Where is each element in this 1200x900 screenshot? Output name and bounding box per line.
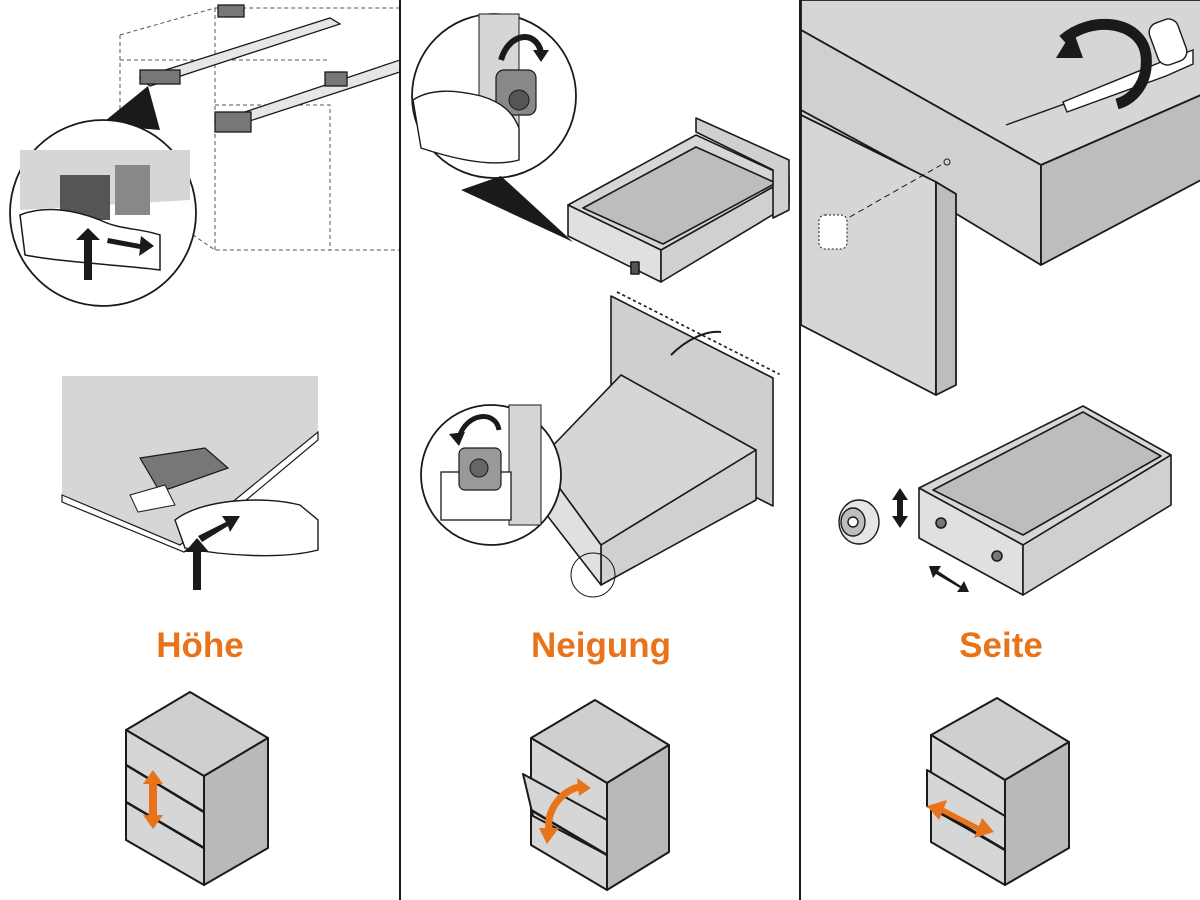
rotate-arrow-icon [1059,18,1152,110]
panel-tilt: Neigung [401,0,801,900]
zoom-detail-circle [9,119,197,307]
zoom-leader [461,176,573,242]
curved-arrow-icon [670,330,722,356]
drawer-side-panel [801,109,957,396]
drawer-bottom-detail [61,376,319,557]
panel-height: Höhe [0,0,400,900]
push-arrow-icon [76,228,154,280]
height-illustration [9,4,400,886]
panel-divider [399,0,401,900]
drawer-bottom-panel [801,0,1200,266]
zoom-detail-circle [420,404,562,546]
zoom-detail-circle [411,13,577,179]
zoom-leader [100,86,160,130]
drawer-icon [567,117,790,283]
diagonal-arrow-icon [929,566,969,592]
panel-side: Seite [801,0,1200,900]
dowel-icon [818,214,848,250]
vertical-arrow-icon [892,488,908,528]
tilt-illustration [411,13,790,891]
curved-arrow-icon [545,782,584,833]
dowel-icon [838,499,880,545]
screwdriver-icon [1005,18,1194,126]
hand-icon [174,499,319,557]
panel-divider [799,0,801,900]
rotate-arrow-icon [498,34,544,62]
vertical-arrow-icon [143,770,163,829]
cabinet-icon [926,697,1070,886]
drawer-runner-icon [138,4,400,133]
cabinet-icon [522,699,670,891]
caption-side: Seite [959,626,1043,665]
side-illustration [801,0,1200,886]
caption-tilt: Neigung [531,626,671,665]
hand-icon [412,90,520,164]
drawer-icon [918,405,1172,596]
cabinet-icon [125,691,269,886]
caption-height: Höhe [156,626,244,665]
drawer-front-tilting [538,291,780,586]
push-arrow-icon [185,516,240,590]
rotate-arrow-icon [456,414,502,439]
diagonal-arrow-icon [927,800,994,838]
